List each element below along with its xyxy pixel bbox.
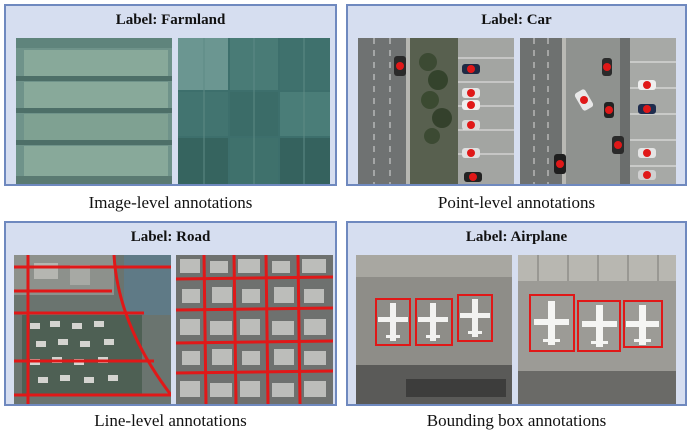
car-caption: Point-level annotations: [437, 193, 596, 212]
farmland-caption: Image-level annotations: [88, 193, 253, 212]
farmland-panel: Label: Farmland: [4, 4, 337, 186]
car-panel: Label: Car: [346, 4, 687, 186]
road-label: Label: Road: [130, 229, 211, 245]
road-image-1: [14, 255, 171, 404]
farmland-image-1: [16, 38, 172, 184]
airplane-image-1: [356, 255, 512, 404]
road-panel: Label: Road: [4, 221, 337, 406]
farmland-label: Label: Farmland: [115, 12, 226, 28]
car-label: Label: Car: [481, 12, 552, 28]
road-caption: Line-level annotations: [94, 411, 247, 430]
airplane-panel: Label: Airplane: [346, 221, 687, 406]
farmland-image-2: [178, 38, 330, 184]
airplane-caption: Bounding box annotations: [426, 411, 607, 430]
airplane-image-2: [518, 255, 676, 404]
car-image-2: [520, 38, 676, 184]
road-image-2: [176, 255, 333, 404]
car-image-1: [358, 38, 514, 184]
airplane-label: Label: Airplane: [465, 229, 568, 245]
